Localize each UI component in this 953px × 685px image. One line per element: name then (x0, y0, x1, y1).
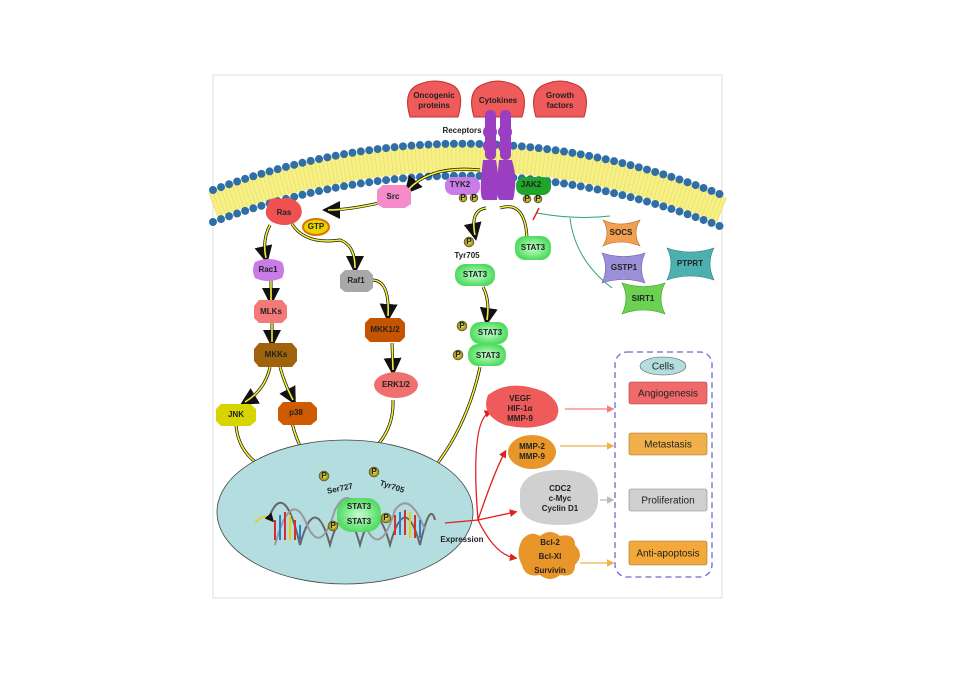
target-angiogenic-genes: VEGF HIF-1α MMP-9 (486, 385, 559, 428)
svg-text:Tyr705: Tyr705 (454, 251, 480, 260)
svg-text:STAT3: STAT3 (478, 328, 503, 337)
sirt1-node: SIRT1 (621, 282, 666, 315)
svg-text:proteins: proteins (418, 101, 450, 110)
svg-text:P: P (330, 521, 336, 530)
svg-text:SIRT1: SIRT1 (632, 294, 655, 303)
jak2-node: JAK2 (516, 177, 551, 195)
mlks-node: MLKs (254, 300, 287, 323)
mkk12-node: MKK1/2 (365, 318, 405, 342)
svg-text:SOCS: SOCS (610, 228, 633, 237)
svg-text:P: P (460, 193, 466, 202)
svg-text:P: P (466, 237, 472, 246)
outcome-angiogenesis: Angiogenesis (638, 389, 698, 400)
svg-text:Bcl-2: Bcl-2 (540, 538, 560, 547)
target-metastatic-genes: MMP-2 MMP-9 (508, 435, 556, 469)
svg-text:P: P (471, 193, 477, 202)
receptors-label: Receptors (442, 126, 482, 135)
svg-text:Src: Src (387, 192, 400, 201)
stat3-monomer: STAT3 (455, 264, 495, 286)
cells-title: Cells (652, 362, 674, 373)
svg-text:VEGF: VEGF (509, 394, 531, 403)
svg-text:STAT3: STAT3 (476, 351, 501, 360)
svg-text:P: P (321, 471, 327, 480)
p38-node: p38 (278, 402, 317, 425)
svg-text:P: P (459, 321, 465, 330)
svg-text:MMP-9: MMP-9 (507, 414, 533, 423)
svg-text:STAT3: STAT3 (463, 270, 488, 279)
svg-text:HIF-1α: HIF-1α (508, 404, 533, 413)
svg-text:GTP: GTP (308, 222, 325, 231)
svg-text:TYK2: TYK2 (450, 180, 471, 189)
svg-text:MLKs: MLKs (260, 307, 282, 316)
svg-text:JNK: JNK (228, 410, 244, 419)
outcome-arrows (560, 405, 615, 567)
svg-text:Survivin: Survivin (534, 566, 566, 575)
tyk2-node: TYK2 (445, 177, 480, 195)
svg-text:Rac1: Rac1 (258, 265, 278, 274)
svg-text:MMP-2: MMP-2 (519, 442, 545, 451)
socs-node: SOCS (602, 219, 641, 247)
svg-text:P: P (371, 467, 377, 476)
svg-text:MKK1/2: MKK1/2 (370, 325, 400, 334)
outcome-metastasis: Metastasis (644, 440, 692, 451)
svg-text:Cytokines: Cytokines (479, 96, 518, 105)
svg-text:MMP-9: MMP-9 (519, 452, 545, 461)
svg-text:STAT3: STAT3 (521, 243, 546, 252)
erk12-node: ERK1/2 (374, 372, 418, 398)
phospho-sites-receptor: P P P P (458, 193, 543, 204)
ligand-oncogenic-proteins: Oncogenic proteins (407, 80, 462, 118)
svg-text:P: P (535, 194, 541, 203)
svg-text:P: P (524, 194, 530, 203)
svg-text:Oncogenic: Oncogenic (413, 91, 455, 100)
dna-helix (254, 497, 436, 549)
ras-node: Ras (265, 197, 302, 225)
svg-text:factors: factors (547, 101, 574, 110)
outcome-proliferation: Proliferation (641, 496, 694, 507)
svg-text:CDC2: CDC2 (549, 484, 571, 493)
svg-text:Bcl-Xl: Bcl-Xl (539, 552, 562, 561)
svg-text:c-Myc: c-Myc (549, 494, 572, 503)
svg-text:STAT3: STAT3 (347, 517, 372, 526)
target-antiapoptotic-genes: Bcl-2 Bcl-Xl Survivin (518, 532, 580, 579)
mkks-node: MKKs (254, 343, 297, 367)
ligand-growth-factors: Growth factors (533, 80, 587, 118)
src-node: Src (377, 185, 411, 208)
svg-text:Raf1: Raf1 (347, 276, 365, 285)
stat3-dimer: STAT3 STAT3 P P (452, 320, 508, 366)
svg-text:Ras: Ras (277, 208, 292, 217)
svg-text:GSTP1: GSTP1 (611, 263, 638, 272)
expression-arrows (444, 410, 518, 562)
outcome-anti-apoptosis: Anti-apoptosis (636, 549, 699, 560)
ptprt-node: PTPRT (666, 247, 715, 281)
gstp1-node: GSTP1 (601, 252, 646, 284)
svg-text:Cyclin D1: Cyclin D1 (542, 504, 579, 513)
ligand-cytokines: Cytokines (471, 80, 525, 118)
cells-panel: Cells Angiogenesis Metastasis Proliferat… (614, 351, 713, 578)
stat3-receptor-bound: STAT3 (515, 236, 551, 260)
svg-text:Growth: Growth (546, 91, 574, 100)
svg-text:p38: p38 (289, 408, 303, 417)
svg-text:P: P (383, 513, 389, 522)
expression-label: Expression (440, 535, 483, 544)
target-proliferation-genes: CDC2 c-Myc Cyclin D1 (520, 470, 599, 525)
svg-text:P: P (455, 350, 461, 359)
jnk-node: JNK (216, 404, 256, 426)
raf1-node: Raf1 (340, 270, 373, 292)
svg-text:STAT3: STAT3 (347, 502, 372, 511)
svg-text:JAK2: JAK2 (521, 180, 542, 189)
tyr705-phospho: P Tyr705 (454, 236, 480, 260)
svg-text:ERK1/2: ERK1/2 (382, 380, 411, 389)
gtp-node: GTP (302, 218, 330, 236)
svg-text:MKKs: MKKs (265, 350, 288, 359)
receptor-dimer (480, 110, 516, 200)
rac1-node: Rac1 (253, 259, 284, 281)
svg-text:PTPRT: PTPRT (677, 259, 703, 268)
